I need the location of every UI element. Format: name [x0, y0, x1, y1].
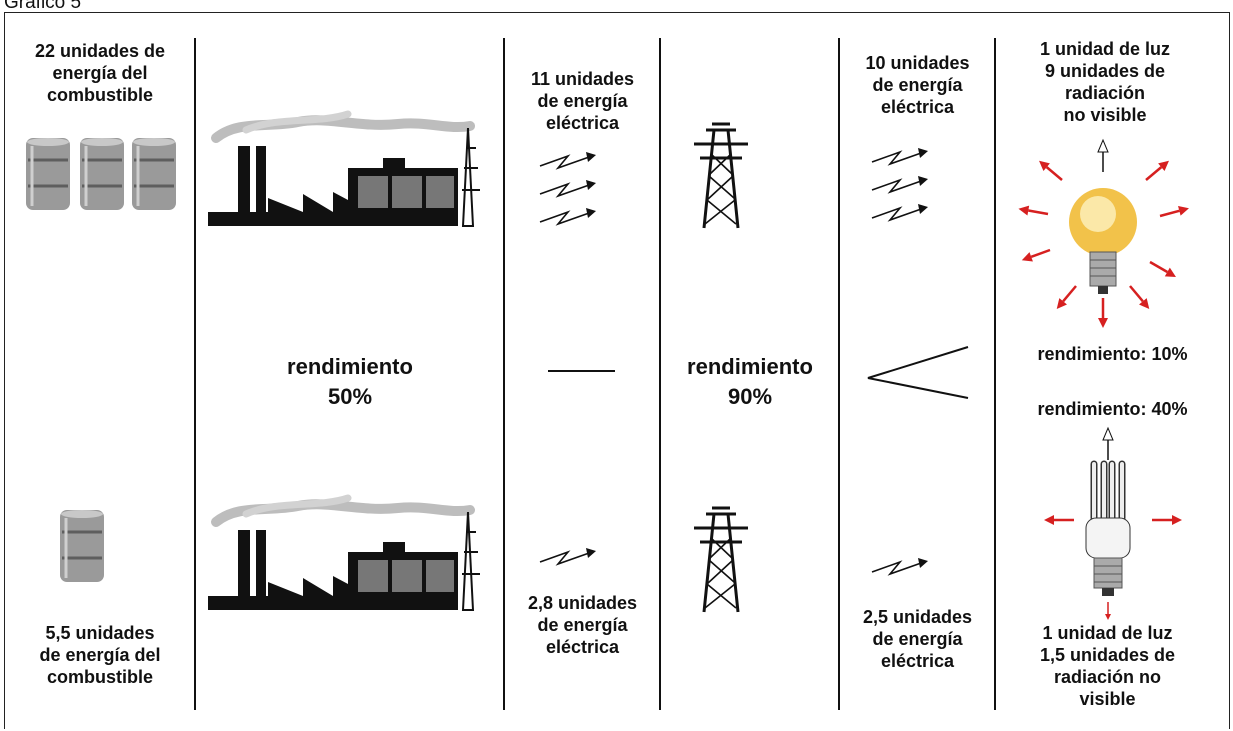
electricity-arrow-icon [871, 147, 929, 165]
top-fuel-label: 22 unidades de energía del combustible [34, 41, 166, 105]
column-divider-1 [194, 38, 196, 710]
top-line-output-label: 10 unidades de energía eléctrica [865, 53, 970, 117]
bottom-plant-output-label: 2,8 unidades de energía eléctrica [527, 593, 638, 657]
visible-light-arrow-icon [1097, 138, 1109, 172]
electricity-arrow-icon [539, 151, 597, 169]
transmission-tower-icon [692, 122, 750, 230]
electricity-arrow-icon [539, 547, 597, 565]
plant-efficiency-label: rendimiento 50% [287, 354, 413, 409]
column-divider-3 [659, 38, 661, 710]
column-divider-2 [503, 38, 505, 710]
visible-light-arrow-icon [1102, 426, 1114, 460]
bottom-cfl-output-label: 1 unidad de luz 1,5 unidades de radiació… [1039, 623, 1176, 709]
column-divider-4 [838, 38, 840, 710]
column-divider-5 [994, 38, 996, 710]
electricity-arrow-icon [871, 175, 929, 193]
bottom-fuel-label: 5,5 unidades de energía del combustible [39, 623, 161, 687]
fuel-barrel-icon [58, 508, 106, 584]
compact-fluorescent-bulb-icon [1085, 460, 1131, 596]
bottom-line-output-label: 2,5 unidades de energía eléctrica [862, 607, 973, 671]
electricity-arrow-icon [871, 203, 929, 221]
electricity-arrow-icon [539, 207, 597, 225]
figure-caption: Gráfico 5 [4, 0, 82, 13]
fuel-barrel-icon [24, 136, 72, 212]
electricity-arrow-icon [539, 179, 597, 197]
power-plant-icon [208, 114, 480, 226]
fuel-barrel-icon [130, 136, 178, 212]
split-lines [867, 346, 969, 399]
bulb-efficiency-label: rendimiento: 10% [1037, 344, 1188, 364]
fuel-barrel-icon [78, 136, 126, 212]
figure-frame [4, 12, 1230, 729]
top-bulb-output-label: 1 unidad de luz 9 unidades de radiación … [1039, 39, 1170, 125]
cfl-efficiency-label: rendimiento: 40% [1037, 399, 1188, 419]
power-plant-icon [208, 498, 480, 610]
transmission-tower-icon [692, 506, 750, 614]
line-efficiency-label: rendimiento 90% [687, 354, 813, 409]
top-plant-output-label: 11 unidades de energía eléctrica [530, 69, 635, 133]
electricity-arrow-icon [871, 557, 929, 575]
incandescent-bulb-icon [1069, 188, 1137, 294]
